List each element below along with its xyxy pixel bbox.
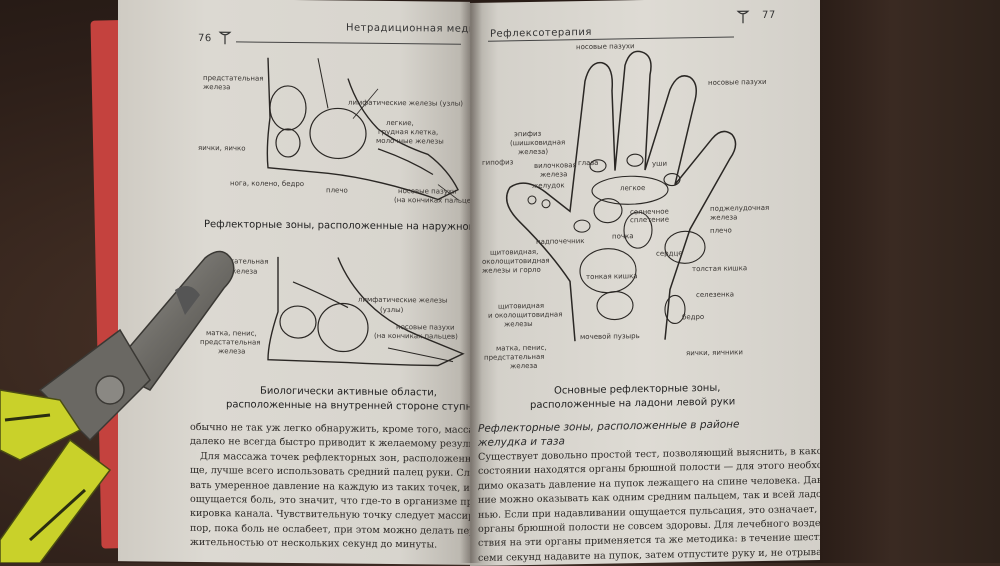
label-thyroid-b3: железы [504, 319, 533, 329]
label-uterus-3: железа [510, 361, 538, 371]
label-solar-2: сплетение [630, 215, 670, 225]
label-heart: сердце [656, 249, 683, 258]
label-kidney: почка [612, 232, 634, 241]
label-adrenal: надпочечник [536, 237, 585, 246]
label-leg: нога, колено, бедро [230, 179, 305, 189]
table-shadow-right [820, 0, 1000, 563]
label-nose-right: носовые пазухи [708, 77, 767, 87]
label-prostate-1: предстательная [203, 74, 264, 83]
label-thymus-2: железа [540, 170, 568, 179]
left-page: 76 Нетрадиционная медицина предстательна… [118, 0, 470, 565]
caption-outer-foot: Рефлекторные зоны, расположенные на нару… [204, 219, 470, 234]
label2-sinuses-2: (на кончиках пальцев) [374, 331, 458, 341]
label-epiphysis-1: эпифиз [514, 129, 542, 139]
label-pancreas-2: железа [710, 213, 738, 222]
bowl-of-hygieia-icon [736, 10, 750, 24]
label-testes: яички, яичко [198, 143, 246, 153]
right-page: Рефлексотерапия 77 носовые пазухи носовы… [470, 0, 820, 566]
label-thyroid-b2: и околощитовидная [488, 310, 563, 320]
label-thymus-1: вилочковая [534, 161, 577, 170]
header-rule [236, 41, 461, 45]
label-sinuses-2: (на кончиках пальцев) [394, 196, 470, 205]
label2-lymph-2: (узлы) [380, 305, 404, 315]
label-bladder: мочевой пузырь [580, 332, 640, 342]
label-hip: бедро [682, 312, 705, 322]
label-shoulder: плечо [326, 186, 348, 195]
inner-foot-diagram [267, 256, 465, 367]
label-small-intestine: тонкая кишка [586, 272, 638, 282]
label-nose-top: носовые пазухи [576, 42, 635, 52]
outer-foot-diagram [266, 57, 459, 201]
left-page-number: 76 [198, 32, 212, 45]
book-gutter [460, 0, 482, 563]
caption-palm-1: Основные рефлекторные зоны, [554, 382, 721, 397]
label-ears: уши [652, 159, 668, 168]
label-testes-hand: яички, яичники [686, 348, 743, 358]
label-eyes: глаза [578, 158, 599, 168]
label2-sinuses-1: носовые пазухи [396, 323, 455, 332]
caption-inner-foot-2: расположенные на внутренней стороне ступ… [226, 399, 470, 413]
left-running-head: Нетрадиционная медицина [346, 22, 470, 36]
caption-palm-2: расположенные на ладони левой руки [530, 396, 736, 412]
palm-reflex-diagram [505, 50, 737, 342]
section-title-2: желудка и таза [478, 435, 565, 449]
right-page-number: 77 [762, 9, 776, 21]
label-thyroid-1: щитовидная, [490, 247, 539, 257]
caption-inner-foot-1: Биологически активные области, [260, 385, 437, 399]
label-lungs-1: легкие, [386, 118, 414, 128]
label-uterus-1: матка, пенис, [496, 343, 547, 353]
label-uterus-2: предстательная [484, 352, 545, 362]
label-lungs-3: молочные железы [376, 136, 444, 146]
right-body-text: Существует довольно простой тест, позвол… [478, 445, 820, 566]
label-shoulder-hand: плечо [710, 226, 732, 235]
label-stomach: желудок [532, 181, 565, 190]
right-running-head: Рефлексотерапия [490, 26, 592, 40]
section-title-1: Рефлекторные зоны, расположенные в район… [478, 418, 740, 435]
label-epiphysis-2: (шишковидная [510, 138, 566, 148]
label-sinuses: носовые пазухи [398, 187, 457, 196]
bowl-of-hygieia-icon [218, 31, 232, 45]
label-lymph: лимфатические железы (узлы) [348, 98, 464, 108]
label-epiphysis-3: железа) [518, 147, 549, 157]
label-spleen: селезенка [696, 290, 735, 300]
label-hypophysis: гипофиз [482, 158, 514, 167]
label-lungs: легкое [620, 183, 646, 193]
label-lungs-2: грудная клетка, [378, 127, 439, 137]
label-large-intestine: толстая кишка [692, 264, 748, 274]
label-thyroid-3: железы и горло [482, 265, 541, 275]
label-thyroid-b1: щитовидная [498, 301, 545, 311]
label-prostate-2: железа [203, 83, 231, 92]
pliers [0, 250, 235, 563]
label-pancreas-1: поджелудочная [710, 203, 770, 213]
label-thyroid-2: околощитовидная [482, 256, 550, 266]
label2-lymph-1: лимфатические железы [358, 295, 448, 305]
